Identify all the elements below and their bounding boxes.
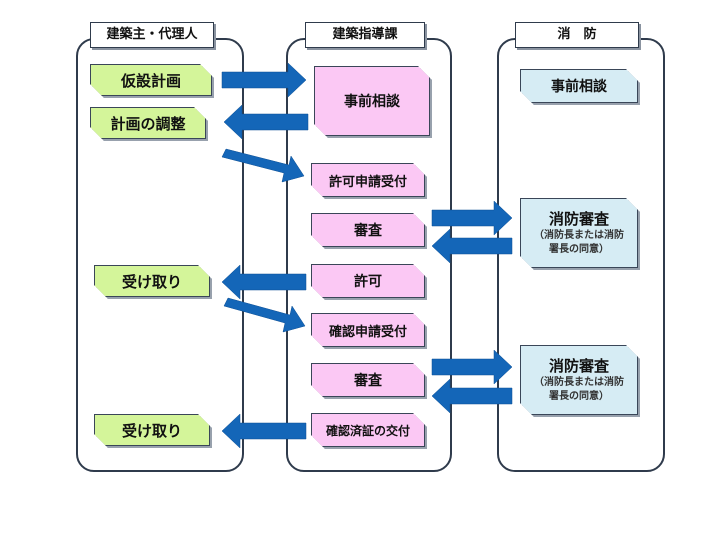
step-review-1: 審査 bbox=[311, 213, 425, 247]
step-plan-adjustment: 計画の調整 bbox=[90, 107, 206, 139]
step-fire-review-2: 消防審査 （消防長または消防 署長の同意） bbox=[520, 345, 638, 415]
step-review-2: 審査 bbox=[311, 363, 425, 397]
step-pre-consultation-fire: 事前相談 bbox=[520, 69, 638, 103]
left-arrow-icon bbox=[221, 264, 307, 300]
step-confirmation-application: 確認申請受付 bbox=[311, 313, 425, 347]
right-arrow-icon bbox=[431, 200, 513, 236]
step-provisional-plan: 仮設計画 bbox=[90, 64, 212, 96]
lane-title-building-dept: 建築指導課 bbox=[305, 22, 425, 48]
fire-review-1-sub-1: （消防長または消防 bbox=[534, 230, 624, 242]
right-arrow-icon bbox=[431, 349, 513, 385]
left-arrow-icon bbox=[431, 228, 513, 264]
step-pre-consultation-building: 事前相談 bbox=[314, 66, 430, 136]
left-arrow-icon bbox=[221, 413, 307, 449]
left-arrow-icon bbox=[431, 378, 513, 414]
step-receive-permit: 受け取り bbox=[94, 265, 210, 297]
fire-review-2-sub-1: （消防長または消防 bbox=[534, 377, 624, 389]
step-permit-application: 許可申請受付 bbox=[311, 163, 425, 197]
fire-review-1-sub-2: 署長の同意） bbox=[549, 243, 609, 255]
step-fire-review-1: 消防審査 （消防長または消防 署長の同意） bbox=[520, 198, 638, 268]
right-arrow-icon bbox=[221, 148, 305, 183]
step-receive-certificate: 受け取り bbox=[94, 414, 210, 446]
step-permit: 許可 bbox=[311, 264, 425, 298]
right-arrow-icon bbox=[221, 62, 307, 98]
right-arrow-icon bbox=[223, 297, 306, 333]
lane-title-owner: 建築主・代理人 bbox=[90, 22, 214, 48]
lane-title-fire-dept: 消 防 bbox=[515, 22, 639, 48]
fire-review-2-title: 消防審査 bbox=[548, 356, 609, 375]
step-certificate-issue: 確認済証の交付 bbox=[311, 413, 425, 447]
fire-review-2-sub-2: 署長の同意） bbox=[549, 390, 609, 402]
fire-review-1-title: 消防審査 bbox=[548, 209, 609, 228]
left-arrow-icon bbox=[223, 104, 309, 140]
